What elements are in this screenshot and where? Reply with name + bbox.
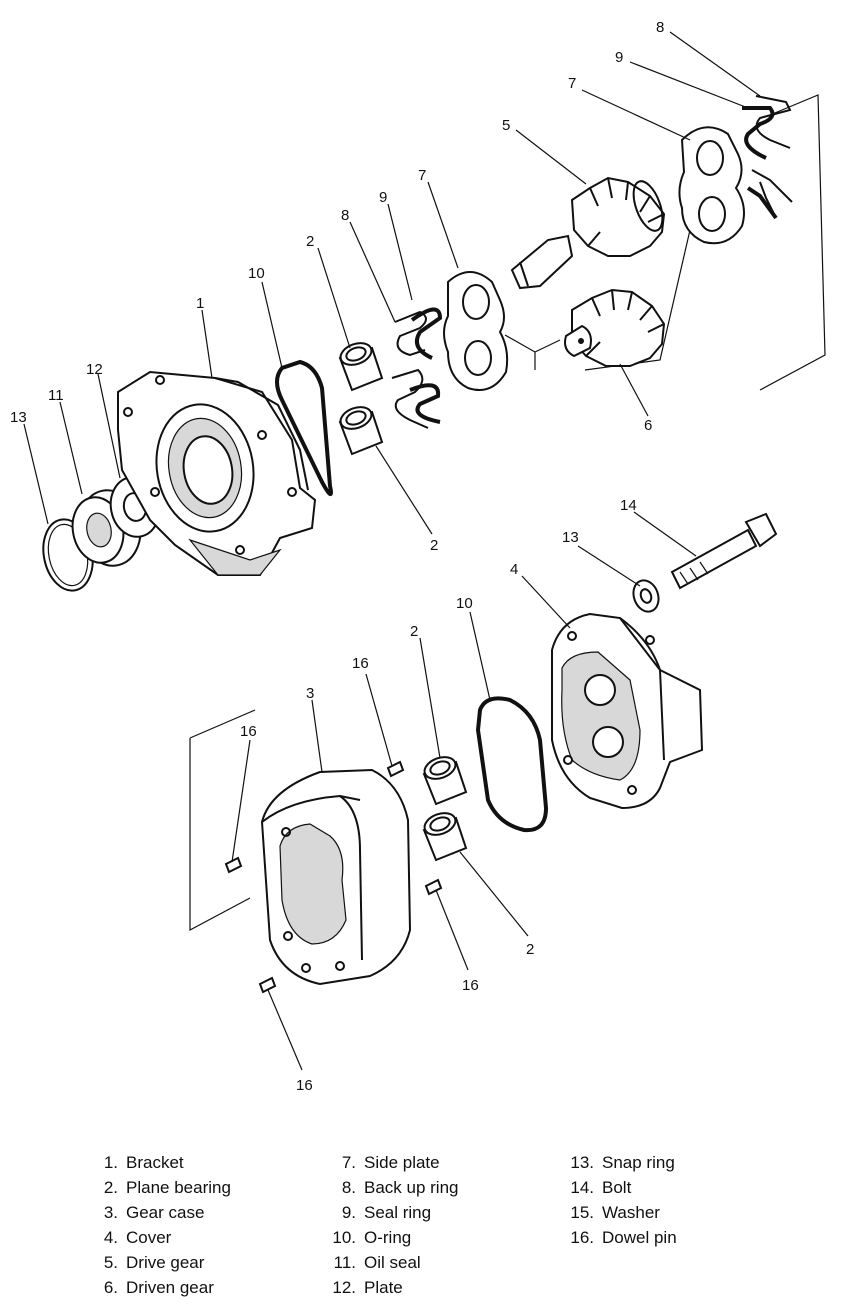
callout-5: 5 (502, 117, 510, 134)
legend-item: 4.Cover (103, 1228, 172, 1247)
washer-right (632, 579, 660, 613)
legend-item: 15.Washer (570, 1203, 660, 1222)
side-plate-middle (443, 271, 509, 391)
cover (551, 612, 704, 810)
callout-1: 1 (196, 295, 204, 312)
backup-and-seal-ring-top (742, 95, 793, 220)
callout-16-d: 16 (296, 1077, 313, 1094)
parts-legend: 1.Bracket 2.Plane bearing 3.Gear case 4.… (92, 1150, 812, 1300)
callout-13-right: 13 (562, 529, 579, 546)
side-plate-top (678, 126, 745, 245)
callout-7-mid: 7 (418, 167, 426, 184)
callout-2-upper: 2 (306, 233, 314, 250)
dowel-pin-b (224, 856, 243, 874)
legend-item: 12.Plate (332, 1278, 403, 1297)
callout-12: 12 (86, 361, 103, 378)
legend-item: 5.Drive gear (103, 1253, 205, 1272)
callout-2-lower: 2 (410, 623, 418, 640)
callout-7-top: 7 (568, 75, 576, 92)
legend-item: 10.O-ring (332, 1228, 412, 1247)
callout-9-mid: 9 (379, 189, 387, 206)
callout-10-upper: 10 (248, 265, 265, 282)
leader-lines (23, 31, 761, 1071)
legend-item: 8.Back up ring (341, 1178, 459, 1197)
callout-16-a: 16 (352, 655, 369, 672)
legend-item: 2.Plane bearing (103, 1178, 231, 1197)
plane-bearing-lower-b (422, 812, 468, 862)
callout-2-upper-low: 2 (430, 537, 438, 554)
legend-item: 14.Bolt (570, 1178, 632, 1197)
drive-gear (510, 176, 666, 290)
callout-13-left: 13 (10, 409, 27, 426)
callout-14: 14 (620, 497, 637, 514)
legend-item: 1.Bracket (103, 1153, 184, 1172)
backup-and-seal-ring-middle (391, 307, 443, 429)
legend-item: 13.Snap ring (570, 1153, 675, 1172)
callout-6: 6 (644, 417, 652, 434)
exploded-pump-diagram: 8 9 7 5 7 9 8 2 10 1 12 11 13 6 2 14 13 … (10, 19, 826, 1094)
bracket (117, 370, 317, 576)
legend-item: 9.Seal ring (341, 1203, 432, 1222)
o-ring-upper (275, 359, 333, 496)
callout-8-top: 8 (656, 19, 664, 36)
callout-10-lower: 10 (456, 595, 473, 612)
legend-item: 11.Oil seal (333, 1253, 421, 1272)
callout-2-lower-low: 2 (526, 941, 534, 958)
plane-bearing-lower-a (422, 756, 468, 806)
legend-column-2: 7.Side plate 8.Back up ring 9.Seal ring … (330, 1150, 459, 1300)
legend-item: 16.Dowel pin (570, 1228, 677, 1247)
plane-bearing-upper-b (338, 406, 384, 456)
plane-bearing-upper-a (338, 342, 384, 392)
o-ring-lower (475, 696, 549, 833)
callout-9-top: 9 (615, 49, 623, 66)
gear-case (260, 768, 412, 986)
bolt (670, 512, 778, 590)
callout-16-b: 16 (240, 723, 257, 740)
legend-item: 6.Driven gear (103, 1278, 214, 1297)
driven-gear (564, 288, 666, 367)
dowel-pin-c (424, 878, 443, 896)
callout-11: 11 (48, 387, 64, 404)
dowel-pin-a (386, 760, 405, 778)
dowel-pin-d (258, 976, 277, 994)
legend-item: 3.Gear case (103, 1203, 205, 1222)
legend-column-3: 13.Snap ring 14.Bolt 15.Washer 16.Dowel … (568, 1150, 677, 1250)
callout-8-mid: 8 (341, 207, 349, 224)
callout-numbers: 8 9 7 5 7 9 8 2 10 1 12 11 13 6 2 14 13 … (10, 19, 664, 1094)
callout-4: 4 (510, 561, 518, 578)
callout-3: 3 (306, 685, 314, 702)
callout-16-c: 16 (462, 977, 479, 994)
legend-column-1: 1.Bracket 2.Plane bearing 3.Gear case 4.… (92, 1150, 231, 1300)
legend-item: 7.Side plate (341, 1153, 440, 1172)
